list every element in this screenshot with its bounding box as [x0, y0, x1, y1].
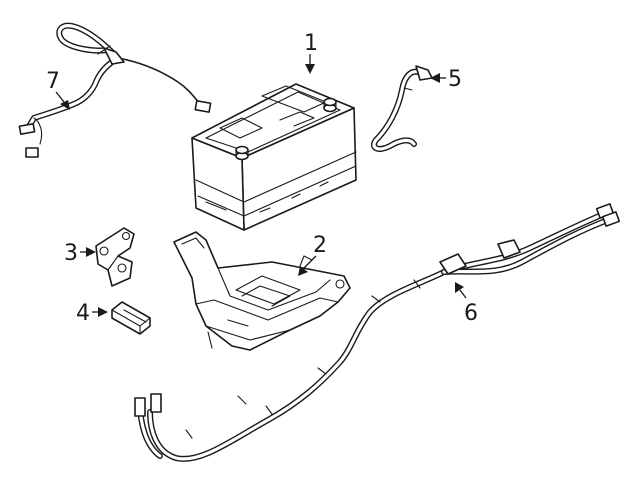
callout-7: 7 — [46, 69, 70, 110]
callout-2: 2 — [298, 233, 327, 276]
callout-5-number: 5 — [448, 67, 462, 92]
callout-2-number: 2 — [313, 233, 327, 258]
callout-7-number: 7 — [46, 69, 60, 94]
callout-6-number: 6 — [464, 301, 478, 326]
callout-3-number: 3 — [64, 241, 78, 266]
callout-3: 3 — [64, 241, 96, 266]
tray-part — [173, 231, 351, 351]
bracket-part — [95, 227, 135, 287]
callout-6: 6 — [455, 282, 478, 326]
callout-5: 5 — [430, 67, 462, 92]
main-harness-part — [134, 203, 621, 462]
battery-part — [191, 83, 357, 231]
positive-cable-part — [371, 65, 433, 152]
callout-4-number: 4 — [76, 301, 90, 326]
sensor-harness-part — [18, 22, 212, 158]
connector-part — [111, 301, 151, 335]
callout-4: 4 — [76, 301, 108, 326]
callout-1: 1 — [304, 31, 318, 74]
callout-1-number: 1 — [304, 31, 318, 56]
